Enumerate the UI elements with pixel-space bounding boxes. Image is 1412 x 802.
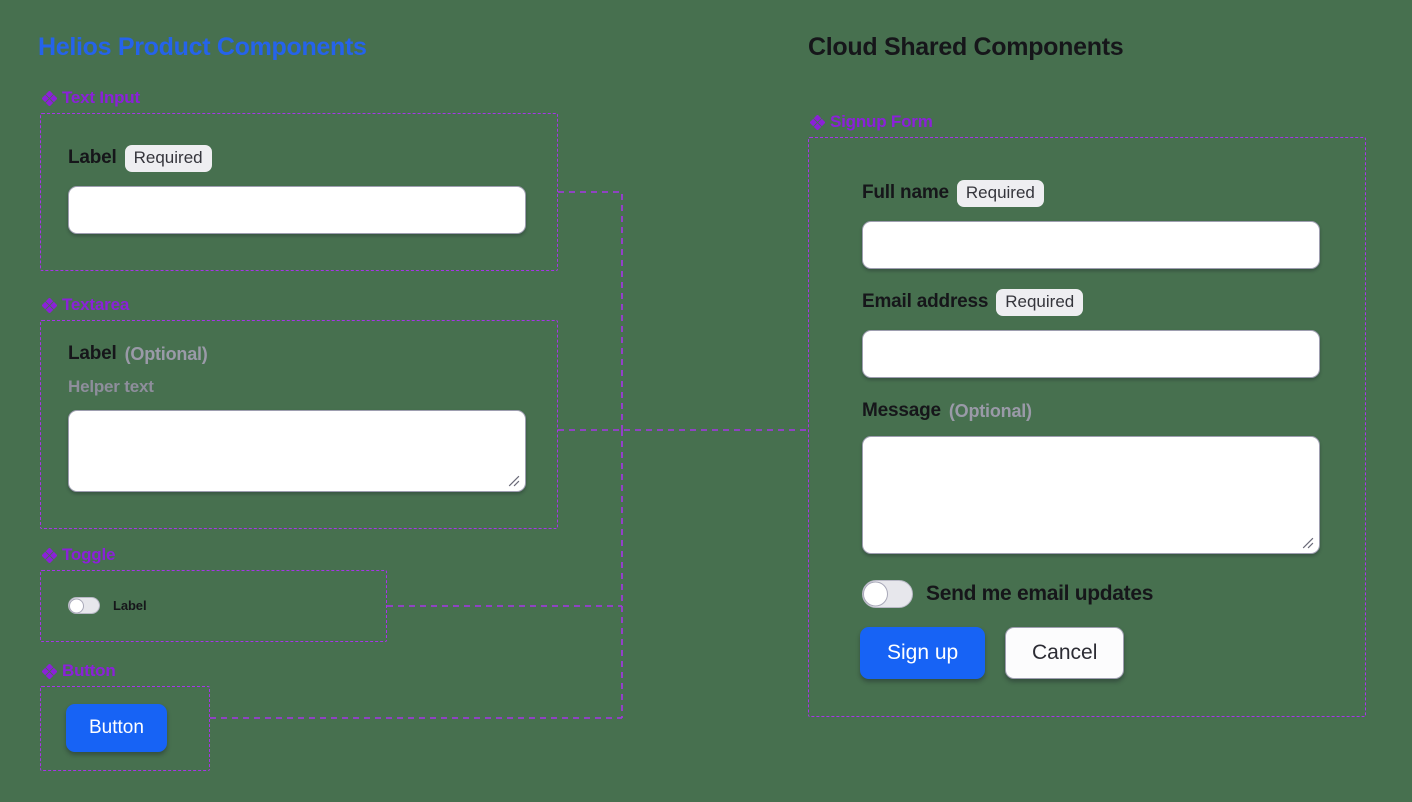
right-panel-title: Cloud Shared Components xyxy=(808,33,1124,61)
field-label-message: Message xyxy=(862,400,941,421)
section-label-button: Button xyxy=(62,661,116,680)
optional-note-textarea: (Optional) xyxy=(124,343,208,364)
group-box-signup-form xyxy=(808,137,1366,717)
optional-note-message: (Optional) xyxy=(948,400,1032,421)
section-heading-toggle: Toggle xyxy=(42,545,115,565)
message-textarea-wrapper[interactable] xyxy=(862,436,1320,554)
components-diamond-icon xyxy=(42,663,57,679)
section-heading-text-input: Text Input xyxy=(42,88,140,108)
group-box-button xyxy=(40,686,210,771)
helper-text-textarea: Helper text xyxy=(68,377,154,396)
field-text-input: Label Required xyxy=(68,145,526,234)
field-label-row-text-input: Label Required xyxy=(68,145,526,172)
field-label-row-message: Message (Optional) xyxy=(862,400,1320,422)
section-label-toggle: Toggle xyxy=(62,545,116,564)
toggle-knob xyxy=(69,598,84,613)
demo-button[interactable]: Button xyxy=(66,704,167,752)
section-heading-button: Button xyxy=(42,661,116,681)
field-label-row-textarea: Label (Optional) xyxy=(68,343,526,365)
section-heading-textarea: Textarea xyxy=(42,295,129,315)
field-label-text-input: Label xyxy=(68,147,117,169)
group-box-text-input xyxy=(40,113,558,271)
textarea-field-wrapper[interactable] xyxy=(68,410,526,492)
components-diamond-icon xyxy=(42,90,57,106)
field-textarea: Label (Optional) Helper text xyxy=(68,343,526,492)
section-label-signup-form: Signup Form xyxy=(830,112,933,131)
full-name-input[interactable] xyxy=(862,220,1320,269)
group-box-textarea xyxy=(40,320,558,529)
field-label-textarea: Label xyxy=(68,343,117,364)
connector-text-input xyxy=(558,191,623,430)
components-diamond-icon xyxy=(810,114,825,130)
components-diamond-icon xyxy=(42,547,57,563)
sign-up-button[interactable]: Sign up xyxy=(860,627,986,679)
badge-required-email-address: Required xyxy=(996,289,1084,316)
email-address-input[interactable] xyxy=(862,329,1320,378)
field-label-email-address: Email address xyxy=(862,291,989,313)
field-full-name: Full name Required xyxy=(862,180,1320,269)
section-heading-signup-form: Signup Form xyxy=(810,112,933,132)
toggle-knob xyxy=(863,581,888,607)
text-input-field[interactable] xyxy=(68,185,526,234)
cancel-button[interactable]: Cancel xyxy=(1005,627,1125,679)
field-email-address: Email address Required xyxy=(862,289,1320,378)
left-panel-title: Helios Product Components xyxy=(38,33,367,61)
badge-required-text-input: Required xyxy=(124,145,212,172)
toggle-switch-email-updates[interactable] xyxy=(862,580,913,608)
toggle-switch-label[interactable] xyxy=(68,597,100,614)
components-diamond-icon xyxy=(42,297,57,313)
section-label-text-input: Text Input xyxy=(62,88,140,107)
section-label-textarea: Textarea xyxy=(62,295,130,314)
toggle-label: Label xyxy=(113,598,147,613)
group-box-toggle xyxy=(40,570,387,642)
toggle-label-email-updates: Send me email updates xyxy=(926,582,1154,605)
toggle-row-email-updates: Send me email updates xyxy=(862,580,1153,608)
field-label-row-full-name: Full name Required xyxy=(862,180,1320,207)
badge-required-full-name: Required xyxy=(956,180,1044,207)
resize-handle-icon[interactable] xyxy=(507,474,520,487)
field-label-row-email-address: Email address Required xyxy=(862,289,1320,316)
toggle-row-left: Label xyxy=(68,597,147,614)
field-label-full-name: Full name xyxy=(862,182,949,204)
field-message: Message (Optional) xyxy=(862,400,1320,554)
resize-handle-icon[interactable] xyxy=(1301,536,1314,549)
